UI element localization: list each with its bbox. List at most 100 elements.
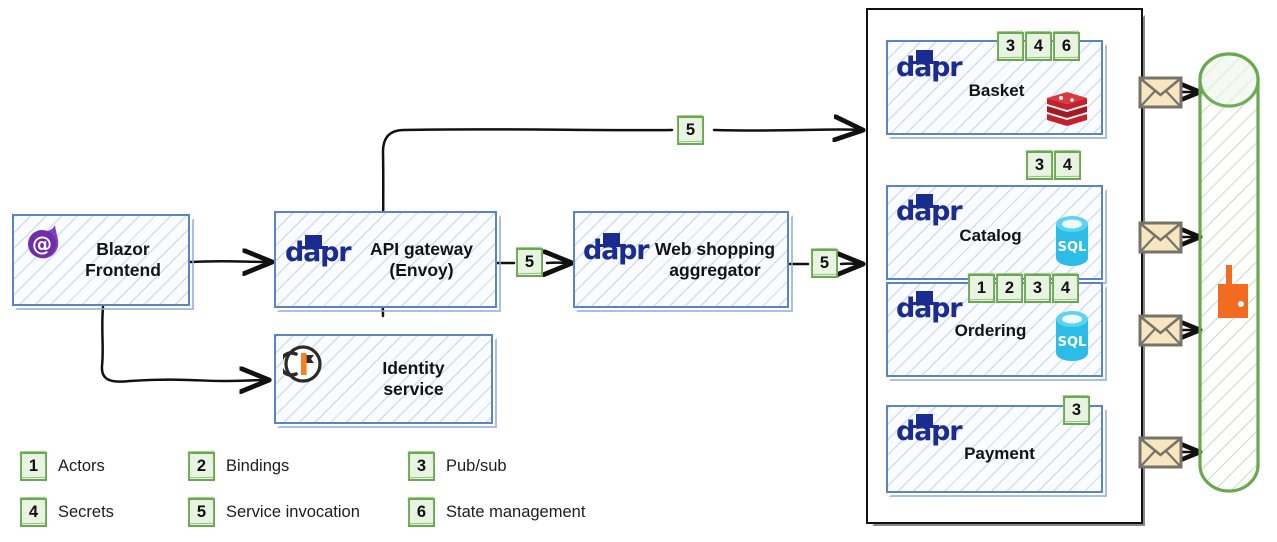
dapr-hat-icon xyxy=(910,414,939,428)
legend-label-bindings: Bindings xyxy=(226,457,290,475)
legend-badge-4: 4 xyxy=(20,498,47,527)
dapr-hat-icon xyxy=(299,235,328,249)
web-shopping-aggregator-box[interactable]: dapr Web shopping aggregator xyxy=(573,211,793,312)
wire-gateway-to-services xyxy=(712,129,862,130)
blazor-label-line1: Blazor xyxy=(96,239,150,259)
legend-badge-3: 3 xyxy=(408,452,435,481)
legend-badge-5: 5 xyxy=(188,498,215,527)
wire-blazor-to-gateway xyxy=(188,261,271,262)
legend-label-state-management: State management xyxy=(446,503,586,521)
identity-service-box[interactable]: Identity service xyxy=(274,334,497,428)
identityserver-icon xyxy=(283,345,322,383)
dapr-hat-icon xyxy=(910,50,939,64)
legend-label-pubsub: Pub/sub xyxy=(446,457,507,475)
badge-row-ordering: 1 2 3 4 xyxy=(968,274,1080,303)
sql-database-icon: SQL xyxy=(1056,311,1088,361)
badge-basket-1: 4 xyxy=(1025,32,1052,61)
badge-number: 3 xyxy=(1034,156,1045,174)
dapr-wordmark: dapr xyxy=(285,237,352,268)
svg-text:@: @ xyxy=(32,232,52,256)
service-label-ordering: Ordering xyxy=(954,321,1027,341)
badge-row-payment: 3 xyxy=(1063,396,1091,425)
service-label-catalog: Catalog xyxy=(959,226,1022,246)
badge-row-catalog: 3 4 xyxy=(1026,151,1082,180)
legend-item-bindings: 2 Bindings xyxy=(188,452,289,481)
badge-basket-2: 6 xyxy=(1053,32,1080,61)
legend-item-actors: 1 Actors xyxy=(20,452,105,481)
badge-service-invocation-aggregator-services: 5 xyxy=(811,249,838,278)
legend-badge-1: 1 xyxy=(20,452,47,481)
dapr-logo: dapr xyxy=(896,50,963,84)
legend-label-service-invocation: Service invocation xyxy=(226,503,360,521)
badge-number: 1 xyxy=(28,457,39,475)
badge-number: 4 xyxy=(1062,156,1073,174)
service-box-payment[interactable]: dapr Payment xyxy=(886,405,1107,497)
badge-number: 2 xyxy=(1004,279,1015,297)
message-bus-cylinder xyxy=(1198,52,1260,493)
badge-catalog-1: 4 xyxy=(1054,151,1081,180)
badge-ordering-1: 2 xyxy=(996,274,1023,303)
legend-item-pubsub: 3 Pub/sub xyxy=(408,452,507,481)
dapr-wordmark: dapr xyxy=(896,52,963,83)
identity-service-label: Identity service xyxy=(340,358,487,400)
identity-label-line2: service xyxy=(383,379,444,399)
sql-label: SQL xyxy=(1058,240,1087,255)
blazor-frontend-label: Blazor Frontend xyxy=(62,239,184,281)
identity-label-line1: Identity xyxy=(382,358,445,378)
dapr-hat-icon xyxy=(910,291,939,305)
legend-badge-2: 2 xyxy=(188,452,215,481)
badge-number: 4 xyxy=(1060,279,1071,297)
blazor-frontend-box[interactable]: @ Blazor Frontend xyxy=(12,214,194,310)
legend-item-state-management: 6 State management xyxy=(408,498,585,527)
badge-number: 5 xyxy=(524,253,535,271)
api-gateway-box[interactable]: dapr API gateway (Envoy) xyxy=(274,211,501,312)
badge-basket-0: 3 xyxy=(997,32,1024,61)
redis-icon xyxy=(1047,92,1087,126)
gateway-label-line1: API gateway xyxy=(369,238,474,259)
dapr-logo: dapr xyxy=(896,414,963,448)
badge-number: 4 xyxy=(28,503,39,521)
dapr-wordmark: dapr xyxy=(896,196,963,227)
badge-number: 5 xyxy=(196,503,207,521)
badge-number: 6 xyxy=(416,503,427,521)
badge-number: 3 xyxy=(416,457,427,475)
dapr-wordmark: dapr xyxy=(896,293,963,324)
legend-label-actors: Actors xyxy=(58,457,105,475)
dapr-logo: dapr xyxy=(285,235,352,269)
envelope-icon-basket xyxy=(1138,76,1183,109)
badge-number: 1 xyxy=(976,279,987,297)
service-label-basket: Basket xyxy=(968,81,1025,101)
wire-blazor-to-identity xyxy=(100,305,268,382)
badge-service-invocation-gateway-services: 5 xyxy=(677,116,704,145)
legend-item-service-invocation: 5 Service invocation xyxy=(188,498,360,527)
dapr-logo: dapr xyxy=(896,291,963,325)
badge-number: 5 xyxy=(685,121,696,139)
dapr-logo: dapr xyxy=(583,233,650,267)
sql-database-icon: SQL xyxy=(1056,216,1088,266)
legend-label-secrets: Secrets xyxy=(58,503,114,521)
badge-ordering-3: 4 xyxy=(1052,274,1079,303)
sketch-shadow xyxy=(277,338,497,428)
badge-ordering-2: 3 xyxy=(1024,274,1051,303)
envelope-icon-ordering xyxy=(1138,314,1183,347)
badge-number: 4 xyxy=(1033,37,1044,55)
badge-number: 3 xyxy=(1071,401,1082,419)
badge-number: 3 xyxy=(1005,37,1016,55)
envelope-icon-catalog xyxy=(1138,221,1183,254)
badge-number: 5 xyxy=(819,254,830,272)
aggregator-label: Web shopping aggregator xyxy=(645,239,785,281)
legend-item-secrets: 4 Secrets xyxy=(20,498,114,527)
badge-payment-0: 3 xyxy=(1063,396,1090,425)
badge-ordering-0: 1 xyxy=(968,274,995,303)
service-label-payment: Payment xyxy=(964,444,1035,464)
envelope-icon-payment xyxy=(1138,436,1183,469)
legend-badge-6: 6 xyxy=(408,498,435,527)
dapr-logo: dapr xyxy=(896,194,963,228)
service-box-catalog[interactable]: dapr Catalog SQL xyxy=(886,185,1107,284)
badge-service-invocation-gateway-aggregator: 5 xyxy=(516,248,543,277)
badge-number: 3 xyxy=(1032,279,1043,297)
api-gateway-label: API gateway (Envoy) xyxy=(352,239,491,281)
badge-row-basket: 3 4 6 xyxy=(997,32,1081,61)
blazor-label-line2: Frontend xyxy=(85,260,161,280)
